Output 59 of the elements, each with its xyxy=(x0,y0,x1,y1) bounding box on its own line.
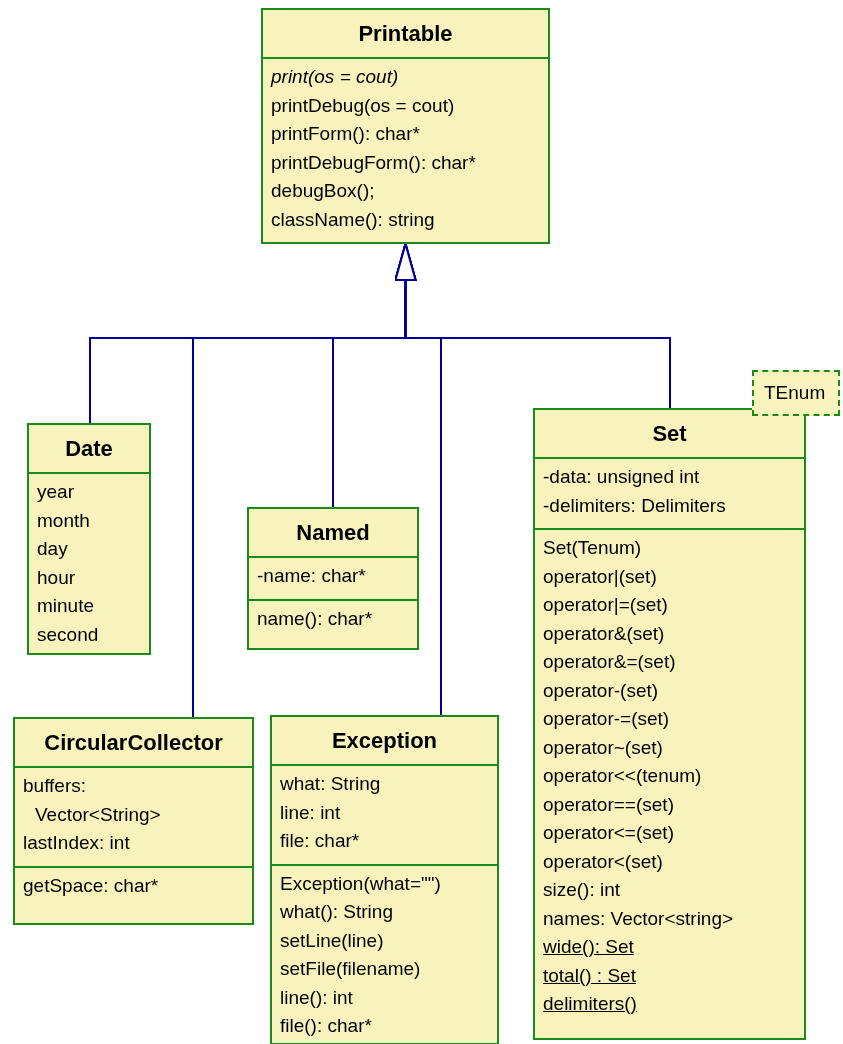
member-text: operator|=(set) xyxy=(543,593,669,617)
class-name: Printable xyxy=(357,20,454,48)
member-text: operator<=(set) xyxy=(543,821,675,845)
member-text: line: int xyxy=(280,800,342,825)
member-text: setLine(line) xyxy=(280,928,385,953)
member-text: setFile(filename) xyxy=(280,957,422,981)
class-name: Date xyxy=(64,435,114,463)
member-text: line(): int xyxy=(280,985,354,1010)
member-text: printDebugForm(): char* xyxy=(271,150,477,175)
member-text: operator==(set) xyxy=(543,792,675,817)
class-box xyxy=(533,408,806,1040)
member-text: debugBox(); xyxy=(271,179,376,203)
member-text: what: String xyxy=(280,772,382,796)
member-text: lastIndex: int xyxy=(23,831,131,855)
member-text: operator-=(set) xyxy=(543,707,671,731)
class-name: Named xyxy=(295,519,371,547)
member-text: getSpace: char* xyxy=(23,873,160,898)
member-text: name(): char* xyxy=(257,606,374,631)
member-text: minute xyxy=(37,594,96,618)
class-box xyxy=(261,8,550,244)
member-text: what(): String xyxy=(280,900,394,924)
member-text: year xyxy=(37,480,75,504)
member-text: operator~(set) xyxy=(543,735,664,760)
class-box xyxy=(13,717,254,925)
member-text: operator&=(set) xyxy=(543,650,677,674)
member-text: file: char* xyxy=(280,829,361,853)
member-text: file(): char* xyxy=(280,1014,373,1038)
class-name: Set xyxy=(651,420,688,448)
inheritance-arrow xyxy=(394,243,671,409)
member-text: names: Vector<string> xyxy=(543,906,735,931)
member-text: day xyxy=(37,537,69,561)
member-text: printDebug(os = cout) xyxy=(271,93,456,118)
parameter-label: TEnum xyxy=(763,381,827,405)
class-box xyxy=(247,507,419,650)
class-box xyxy=(27,423,151,655)
member-text: operator<(set) xyxy=(543,849,664,874)
member-text: size(): int xyxy=(543,878,622,902)
member-text: -data: unsigned int xyxy=(543,465,701,489)
member-text: month xyxy=(37,508,91,533)
member-text: total() : Set xyxy=(543,963,636,988)
template-parameter-box xyxy=(752,370,840,416)
member-text: print(os = cout) xyxy=(271,65,400,89)
member-text: operator-(set) xyxy=(543,678,660,703)
member-text: Exception(what="") xyxy=(280,871,442,896)
class-name: Exception xyxy=(330,727,439,755)
member-text: operator|(set) xyxy=(543,564,658,589)
member-text: delimiters() xyxy=(543,992,637,1016)
member-text: -delimiters: Delimiters xyxy=(543,493,727,518)
member-text: className(): string xyxy=(271,207,436,232)
member-text: wide(): Set xyxy=(543,935,634,959)
member-text: hour xyxy=(37,565,77,590)
member-text: printForm(): char* xyxy=(271,122,421,146)
member-text: operator<<(tenum) xyxy=(543,764,703,788)
member-text: -name: char* xyxy=(257,564,367,588)
class-name: CircularCollector xyxy=(43,729,224,757)
member-text: operator&(set) xyxy=(543,621,666,646)
member-text: second xyxy=(37,622,100,647)
member-text: Set(Tenum) xyxy=(543,536,643,560)
class-box xyxy=(270,715,499,1044)
